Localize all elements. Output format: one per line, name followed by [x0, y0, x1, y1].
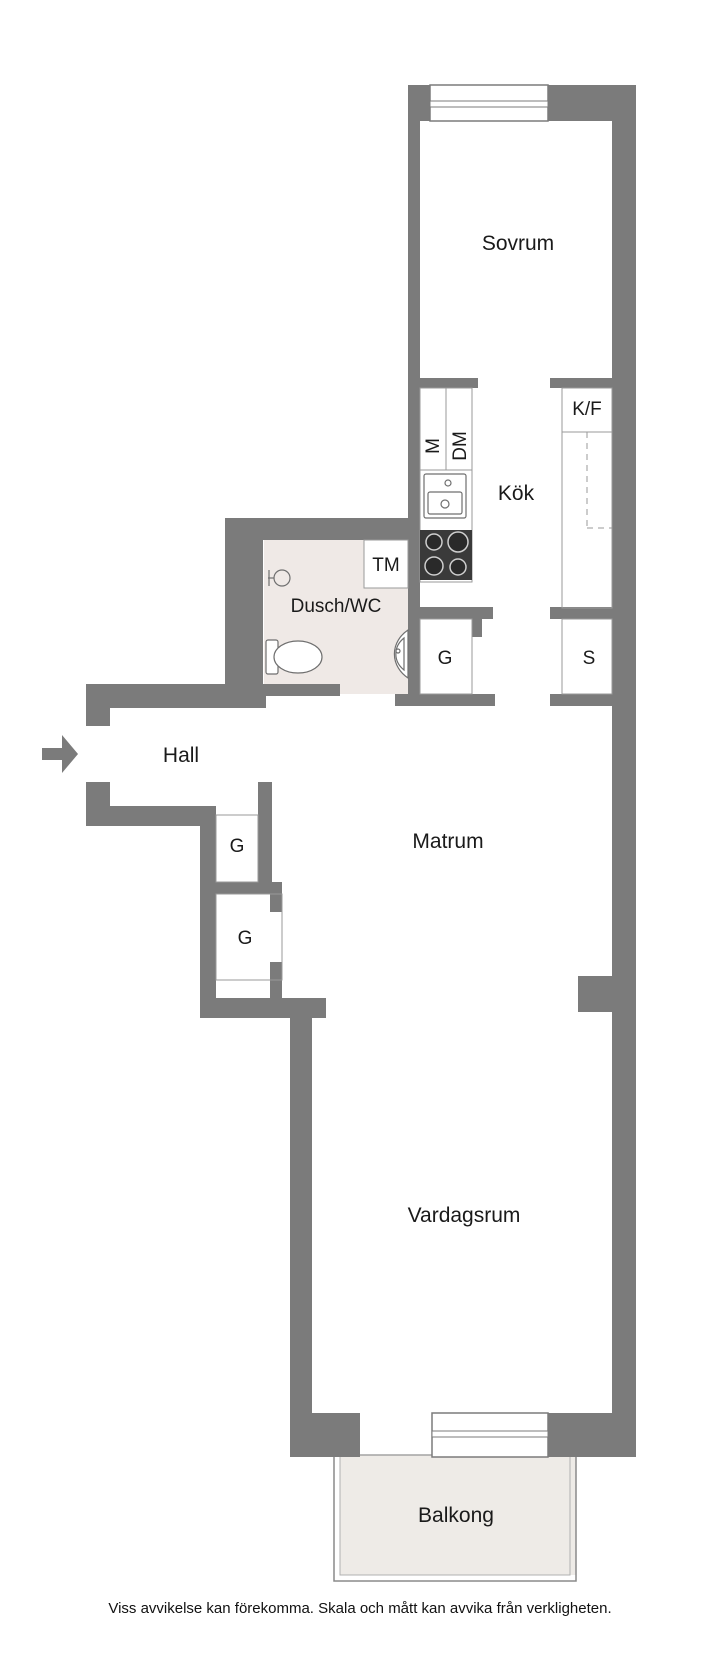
walls	[86, 85, 636, 1457]
window-icon	[429, 84, 549, 122]
room-label-kok: Kök	[498, 482, 535, 505]
cabinet-box	[419, 618, 473, 695]
fixture-label-g-kitchen: G	[438, 648, 453, 669]
room-label-hall: Hall	[163, 744, 199, 767]
sink-icon	[423, 473, 467, 519]
room-label-dusch-wc: Dusch/WC	[291, 596, 382, 617]
fixture-label-tm: TM	[372, 555, 399, 576]
window-icon	[431, 1412, 549, 1458]
washbasin-icon	[393, 628, 409, 680]
cabinet-box	[561, 618, 613, 695]
balcony-floor	[340, 1455, 576, 1575]
fixture-label-m: M	[423, 438, 444, 454]
fixture-label-g-hall-lower: G	[238, 928, 253, 949]
toilet-icon	[265, 639, 323, 675]
fixture-label-s: S	[583, 648, 596, 669]
stove-icon	[420, 530, 472, 580]
entrance-arrow-icon	[42, 735, 78, 773]
room-label-balkong: Balkong	[418, 1504, 494, 1527]
cabinet-box	[215, 814, 259, 883]
kitchen-counter	[419, 387, 613, 609]
shower-icon	[268, 569, 291, 587]
room-label-matrum: Matrum	[412, 830, 483, 853]
room-label-vardagsrum: Vardagsrum	[408, 1204, 521, 1227]
disclaimer-text: Viss avvikelse kan förekomma. Skala och …	[108, 1600, 612, 1617]
fixture-label-kf: K/F	[572, 399, 602, 420]
washing-machine-box	[363, 539, 409, 589]
fixture-label-g-hall-upper: G	[230, 836, 245, 857]
room-label-sovrum: Sovrum	[482, 232, 554, 255]
cabinet-box	[215, 893, 283, 981]
fixture-label-dm: DM	[450, 431, 471, 461]
